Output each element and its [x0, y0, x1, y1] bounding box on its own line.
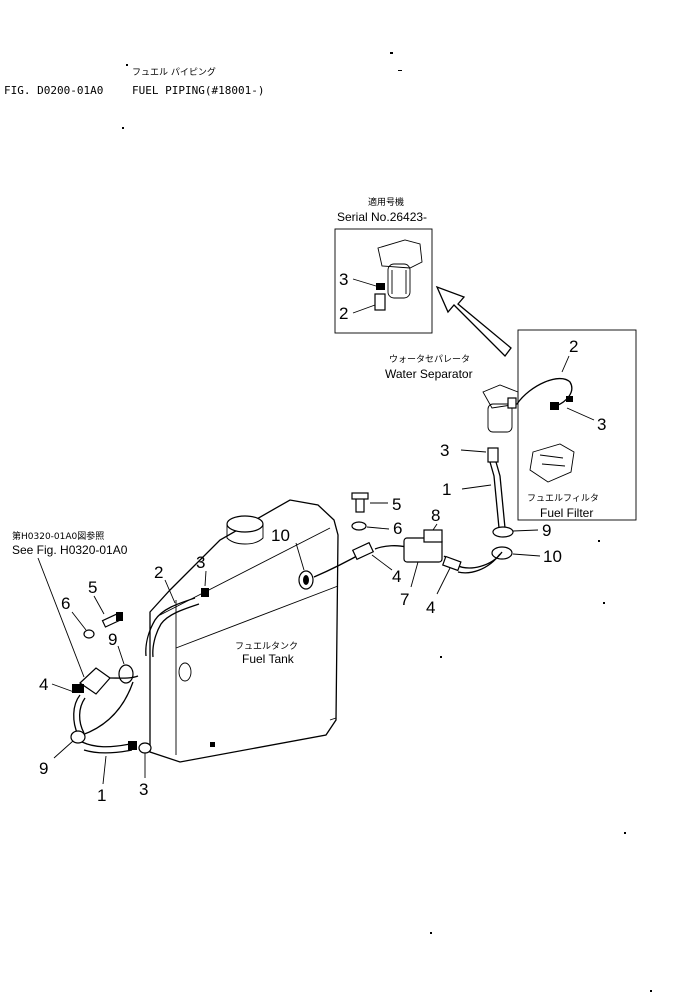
water-separator-group: ウォータセパレータ Water Separator 2 3 フュエルフィルタ F… [385, 329, 637, 566]
fuel-tank: フュエルタンク Fuel Tank 10 3 2 [145, 499, 339, 763]
callout-5-mid: 5 [392, 495, 401, 514]
inset-water-separator-drawing [374, 239, 423, 311]
callout-9-left-a: 9 [108, 630, 117, 649]
callout-2-tank: 2 [154, 563, 163, 582]
callout-1-left: 1 [97, 786, 106, 805]
callout-4-mid-b: 4 [426, 598, 435, 617]
fuel-tank-label: Fuel Tank [242, 652, 295, 666]
callout-3-tank: 3 [196, 553, 205, 572]
callout-9-right: 9 [542, 521, 551, 540]
callout-7-mid: 7 [400, 590, 409, 609]
scan-specks [122, 52, 652, 992]
inset-serial: Serial No.26423- [337, 210, 427, 224]
fuel-tank-jp: フュエルタンク [235, 641, 298, 652]
fuel-filter-frame [517, 329, 637, 521]
serial-inset: 適用号機 Serial No.26423- 3 2 [334, 196, 433, 334]
water-separator-jp: ウォータセパレータ [389, 354, 470, 365]
callout-6-left: 6 [61, 594, 70, 613]
callout-4-left: 4 [39, 675, 48, 694]
inset-frame [334, 228, 433, 334]
callout-3-left: 3 [139, 780, 148, 799]
fuel-filter-label: Fuel Filter [540, 506, 593, 520]
water-separator-label: Water Separator [385, 367, 473, 381]
callout-4-mid-a: 4 [392, 567, 401, 586]
callout-8-mid: 8 [431, 506, 440, 525]
header: フュエル パイピング FIG. D0200-01A0 FUEL PIPING(#… [4, 66, 264, 97]
reference-arrow [435, 285, 512, 357]
callout-2-right: 2 [569, 337, 578, 356]
inset-callout-2: 2 [339, 304, 348, 323]
inset-callout-3: 3 [339, 270, 348, 289]
inset-jp-label: 適用号機 [368, 196, 404, 208]
callout-10-right: 10 [543, 547, 562, 566]
callout-10-tank: 10 [271, 526, 290, 545]
callout-3-right: 3 [597, 415, 606, 434]
callout-1-right: 1 [442, 480, 451, 499]
figure-id: FIG. D0200-01A0 [4, 84, 103, 97]
see-fig-jp: 第H0320-01A0図参照 [12, 530, 104, 542]
callout-9-left-b: 9 [39, 759, 48, 778]
middle-parts: 5 6 8 4 7 4 [313, 492, 503, 617]
callout-6-mid: 6 [393, 519, 402, 538]
callout-3-right-lower: 3 [440, 441, 449, 460]
header-jp-title: フュエル パイピング [132, 66, 216, 78]
fuel-filter-jp: フュエルフィルタ [527, 493, 599, 504]
see-fig-label: See Fig. H0320-01A0 [12, 543, 128, 557]
left-assembly: 第H0320-01A0図参照 See Fig. H0320-01A0 5 6 4… [12, 530, 152, 805]
callout-5-left: 5 [88, 578, 97, 597]
figure-title: FUEL PIPING(#18001-) [132, 84, 264, 97]
